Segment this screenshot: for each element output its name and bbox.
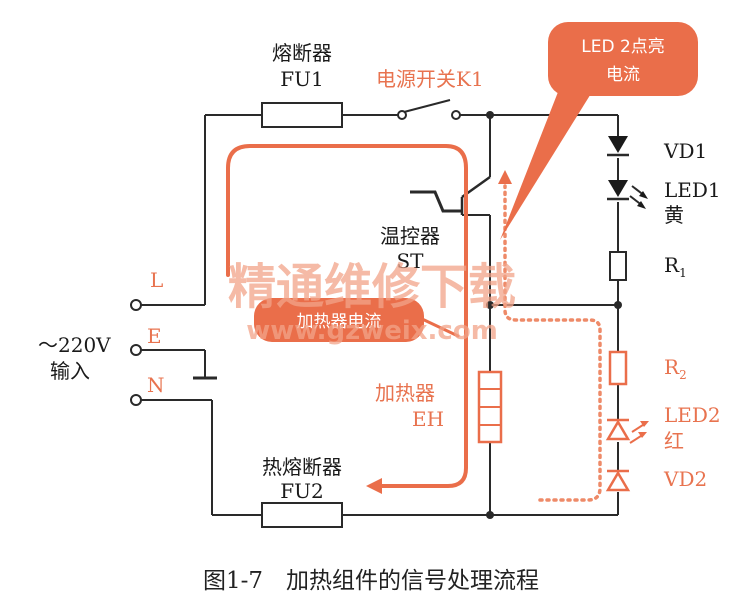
fuse-fu1-name: 熔断器 [272,41,332,65]
r1-label: R1 [664,253,687,280]
terminal-l-label: L [150,268,163,292]
heater-name-label: 加热器 [375,381,435,405]
terminal-e-label: E [147,324,162,348]
vd1-label: VD1 [663,139,707,163]
terminal-n-node [130,394,142,406]
thermal-fuse-code: FU2 [280,479,323,503]
heating-current-label: 加热器电流 [254,298,424,342]
watermark-line2: www.gzweix.com [246,316,498,346]
watermark-line1: 精通维修下载 [228,259,516,315]
led2-current-arrow-icon [498,170,512,184]
heating-current-arrow-icon [366,478,382,494]
r2-label: R2 [664,355,687,382]
vd2-label: VD2 [663,467,707,491]
figure-caption: 图1-7 加热组件的信号处理流程 [203,568,539,594]
led1-yellow [607,180,648,209]
led2-red [605,418,649,444]
thermostat-name-label: 温控器 [380,224,440,248]
resistor-r1 [609,251,627,281]
led1-code-label: LED1 [664,178,721,202]
led2-current-callout: LED 2点亮 电流 [500,22,698,240]
power-switch-label: 电源开关K1 [376,67,484,91]
terminal-e-node [130,344,142,356]
heater-eh [477,370,503,444]
input-voltage-label: ～220V [38,333,111,357]
led1-color-label: 黄 [664,203,684,227]
resistor-r2 [608,350,628,386]
circuit-wires [140,111,622,519]
power-switch-k1 [397,99,461,120]
led2-callout-line2: 电流 [606,65,640,85]
led2-current-flow-path [503,184,602,502]
terminal-n-label: N [147,373,165,397]
thermal-fuse-name: 热熔断器 [262,455,342,479]
thermostat-st [410,175,491,216]
thermal-fuse-fu2 [261,502,343,528]
led2-color-label: 红 [664,429,684,453]
heating-current-text: 加热器电流 [297,312,382,332]
led2-callout-line1: LED 2点亮 [581,37,665,57]
terminal-l-node [130,299,142,311]
thermostat-code-label: ST [396,249,424,273]
input-label: 输入 [50,359,90,383]
led2-code-label: LED2 [664,403,721,427]
fuse-fu1-code: FU1 [280,67,323,91]
diode-vd2 [605,469,631,492]
diode-vd1 [607,136,629,157]
fuse-fu1 [261,102,343,128]
heating-current-flow-path [226,144,468,488]
heater-code-label: EH [412,407,444,431]
